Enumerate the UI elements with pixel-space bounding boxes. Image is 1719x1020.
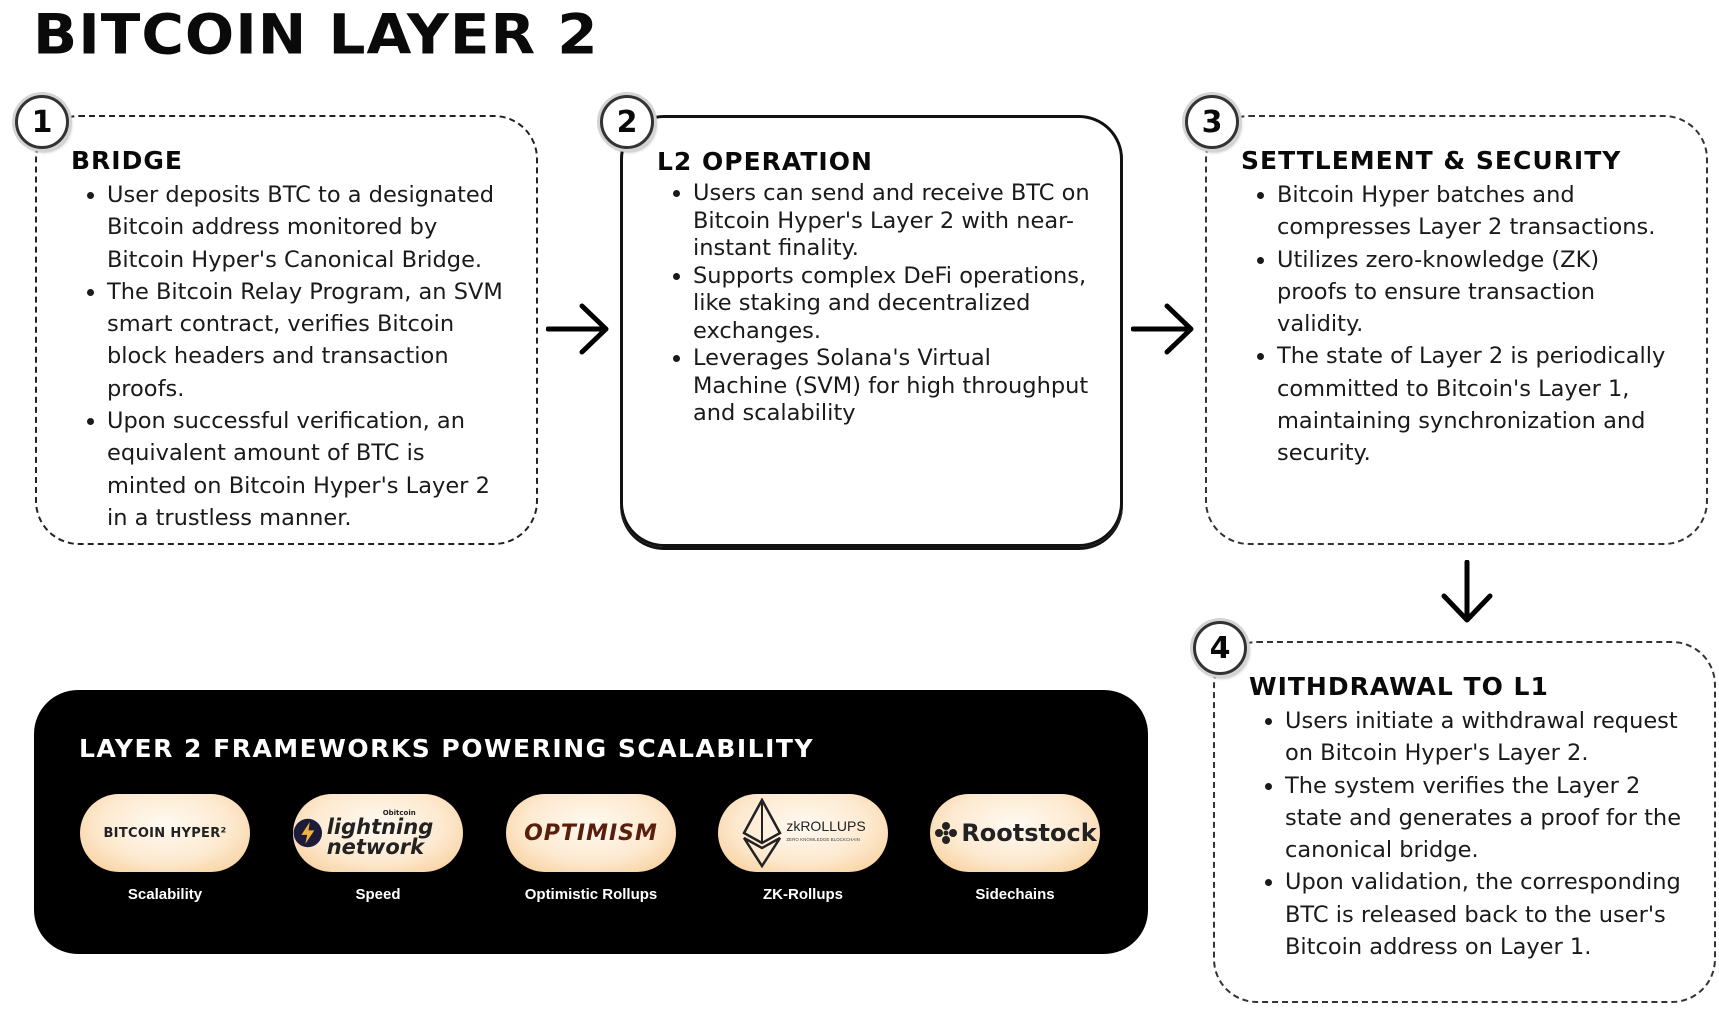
step-heading: SETTLEMENT & SECURITY <box>1241 146 1622 175</box>
optimism-logo: OPTIMISM <box>506 794 676 872</box>
lightning-bolt-icon <box>293 818 323 848</box>
step-number-badge: 3 <box>1185 95 1239 149</box>
step-heading: WITHDRAWAL TO L1 <box>1249 672 1549 701</box>
arrow-right-icon <box>1131 303 1194 355</box>
step-card-withdrawal: WITHDRAWAL TO L1 Users initiate a withdr… <box>1213 641 1716 1003</box>
arrow-right-icon <box>546 303 609 355</box>
step-card-bridge: BRIDGE User deposits BTC to a designated… <box>35 115 538 545</box>
list-item: Users initiate a withdrawal request on B… <box>1285 705 1684 770</box>
page-title: BITCOIN LAYER 2 <box>33 2 599 67</box>
step-number-badge: 4 <box>1193 621 1247 675</box>
lightning-network-logo: Obitcoin lightning network <box>293 794 463 872</box>
ethereum-icon <box>742 798 783 868</box>
framework-label: ZK-Rollups <box>763 886 843 903</box>
framework-item-bitcoin-hyper: BITCOIN HYPER² Scalability <box>80 794 250 903</box>
framework-label: Sidechains <box>975 886 1055 903</box>
arrow-down-icon <box>1441 560 1493 623</box>
framework-item-optimism: OPTIMISM Optimistic Rollups <box>506 794 676 903</box>
step-number-badge: 1 <box>15 95 69 149</box>
list-item: Upon validation, the corresponding BTC i… <box>1285 866 1684 963</box>
list-item: Users can send and receive BTC on Bitcoi… <box>693 180 1090 263</box>
rootstock-icon <box>935 822 958 844</box>
framework-item-rootstock: Rootstock Sidechains <box>930 794 1100 903</box>
framework-label: Optimistic Rollups <box>524 886 658 903</box>
list-item: Leverages Solana's Virtual Machine (SVM)… <box>693 345 1090 428</box>
step-card-l2-operation: L2 OPERATION Users can send and receive … <box>620 115 1123 547</box>
framework-label: Speed <box>355 886 401 903</box>
frameworks-panel: LAYER 2 FRAMEWORKS POWERING SCALABILITY … <box>34 690 1148 954</box>
step-card-settlement-security: SETTLEMENT & SECURITY Bitcoin Hyper batc… <box>1205 115 1708 545</box>
step-bullet-list: User deposits BTC to a designated Bitcoi… <box>71 179 506 534</box>
step-bullet-list: Users can send and receive BTC on Bitcoi… <box>657 180 1090 428</box>
bitcoin-hyper-logo: BITCOIN HYPER² <box>80 794 250 872</box>
step-bullet-list: Users initiate a withdrawal request on B… <box>1249 705 1684 963</box>
zkrollups-logo: zkROLLUPS ZERO KNOWLEDGE BLOCKCHAIN <box>718 794 888 872</box>
step-bullet-list: Bitcoin Hyper batches and compresses Lay… <box>1241 179 1676 470</box>
framework-label: Scalability <box>127 886 203 903</box>
list-item: User deposits BTC to a designated Bitcoi… <box>107 179 506 276</box>
list-item: The Bitcoin Relay Program, an SVM smart … <box>107 276 506 405</box>
frameworks-heading: LAYER 2 FRAMEWORKS POWERING SCALABILITY <box>79 734 815 763</box>
list-item: Supports complex DeFi operations, like s… <box>693 263 1090 346</box>
rootstock-logo: Rootstock <box>930 794 1100 872</box>
list-item: The system verifies the Layer 2 state an… <box>1285 770 1684 867</box>
framework-item-zkrollups: zkROLLUPS ZERO KNOWLEDGE BLOCKCHAIN ZK-R… <box>718 794 888 903</box>
step-heading: L2 OPERATION <box>657 147 873 176</box>
list-item: Upon successful verification, an equival… <box>107 405 506 534</box>
step-heading: BRIDGE <box>71 146 183 175</box>
step-number-badge: 2 <box>600 95 654 149</box>
framework-item-lightning: Obitcoin lightning network Speed <box>293 794 463 903</box>
list-item: Bitcoin Hyper batches and compresses Lay… <box>1277 179 1676 244</box>
list-item: The state of Layer 2 is periodically com… <box>1277 340 1676 469</box>
list-item: Utilizes zero-knowledge (ZK) proofs to e… <box>1277 244 1676 341</box>
